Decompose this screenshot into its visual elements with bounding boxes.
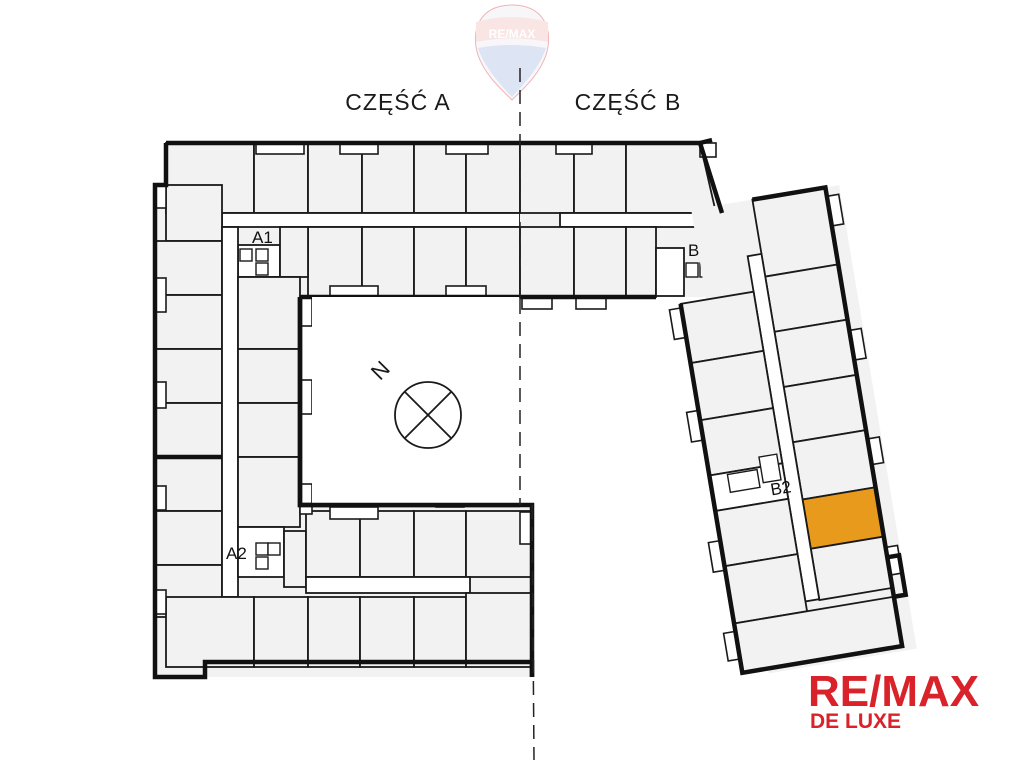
core-a2-label: A2 xyxy=(226,544,247,563)
core-b1 xyxy=(655,247,685,297)
apartment[interactable] xyxy=(237,456,301,528)
wing-b: B1 B2 xyxy=(519,137,917,676)
stair-box xyxy=(685,262,699,278)
logo-sub: DE LUXE xyxy=(810,710,901,733)
apartment[interactable] xyxy=(237,348,301,404)
shaft xyxy=(283,530,307,588)
apartment[interactable] xyxy=(253,596,309,668)
apartment[interactable] xyxy=(305,510,361,578)
remax-logo: RE/MAX DE LUXE xyxy=(808,667,979,733)
shaft xyxy=(279,226,309,278)
stair-box xyxy=(255,556,269,570)
apartment[interactable] xyxy=(413,510,467,578)
apartment[interactable] xyxy=(154,510,223,566)
stair-box xyxy=(255,542,269,556)
stair-box xyxy=(239,248,253,262)
section-b-label: CZĘŚĆ B xyxy=(575,88,682,115)
watermark-brand: RE/MAX xyxy=(489,27,536,41)
balcony xyxy=(329,506,379,520)
apartment[interactable] xyxy=(359,596,415,668)
apartment[interactable] xyxy=(809,535,894,602)
stair-box xyxy=(255,262,269,276)
apartment[interactable] xyxy=(359,510,415,578)
apartment[interactable] xyxy=(519,226,575,298)
apartment[interactable] xyxy=(573,226,627,298)
stair-box xyxy=(267,542,281,556)
corridor xyxy=(221,226,239,598)
apartment[interactable] xyxy=(165,184,223,242)
stair-box xyxy=(726,468,761,494)
apartment[interactable] xyxy=(307,596,361,668)
stair-box xyxy=(255,248,269,262)
logo-brand: RE/MAX xyxy=(808,667,979,716)
balloon-watermark-icon: RE/MAX xyxy=(474,4,550,101)
apartment[interactable] xyxy=(165,596,255,668)
apartment[interactable] xyxy=(154,402,223,458)
apartment[interactable] xyxy=(237,276,301,350)
corridor xyxy=(305,576,471,594)
core-a1-label: A1 xyxy=(252,228,273,247)
stair-box xyxy=(758,453,782,484)
apartment[interactable] xyxy=(625,226,657,298)
apartment[interactable] xyxy=(465,592,533,668)
section-a-label: CZĘŚĆ A xyxy=(345,88,450,115)
apartment[interactable] xyxy=(413,596,467,668)
apartment[interactable] xyxy=(237,402,301,458)
corridor xyxy=(221,212,521,228)
core-b2-label: B2 xyxy=(769,477,793,499)
